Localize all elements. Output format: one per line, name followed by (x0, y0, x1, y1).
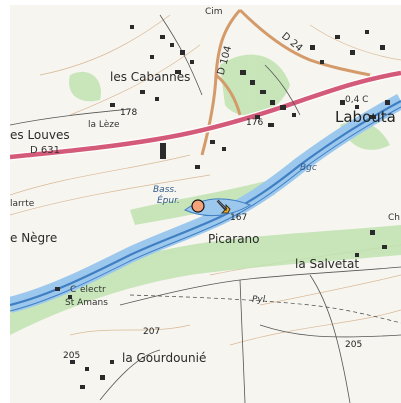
label-centrale: C (70, 285, 77, 295)
label-laboutarie: Labouta (335, 108, 396, 126)
power-line (129, 294, 401, 324)
label-road-d631: D 631 (30, 145, 60, 156)
river-tarn (10, 93, 401, 313)
label-cim: Cim (205, 7, 223, 17)
label-spot-178: 178 (120, 108, 138, 118)
label-spot-207: 207 (143, 327, 161, 337)
label-electr: electr (80, 285, 106, 295)
main-road-d631 (10, 69, 401, 161)
label-la-gourdounie: la Gourdounié (122, 351, 207, 365)
label-spot-176: 176 (246, 118, 264, 128)
label-la-leze: la Lèze (88, 120, 120, 130)
topographic-map[interactable]: Cim D 104 D 24 les Cabannes Labouta 0,4 … (10, 5, 401, 403)
label-spot-205-west: 205 (63, 351, 81, 361)
map-canvas[interactable] (10, 5, 401, 403)
label-epur: Épur. (157, 196, 180, 206)
label-spot-205-east: 205 (345, 340, 363, 350)
label-d4c: 0,4 C (345, 95, 369, 105)
label-les-cabannes: les Cabannes (110, 70, 191, 84)
label-spot-167: 167 (230, 213, 248, 223)
minor-roads (10, 14, 401, 403)
label-negre: e Nègre (10, 231, 58, 245)
label-bass: Bass. (153, 185, 177, 195)
label-ch: Ch (388, 213, 400, 223)
label-la-salvetat: la Salvetat (295, 257, 360, 271)
label-larrte: larrte (10, 199, 35, 209)
label-pyl: Pyl. (252, 295, 269, 305)
buildings (55, 25, 390, 389)
label-picarano: Picarano (208, 232, 260, 246)
arrow-down-right-icon[interactable] (216, 199, 231, 214)
label-st-amans: S‍t Amans (65, 298, 108, 308)
label-les-louves: es Louves (10, 128, 70, 142)
label-bgc: Bgc (300, 163, 317, 173)
location-circle-icon[interactable] (191, 199, 205, 213)
